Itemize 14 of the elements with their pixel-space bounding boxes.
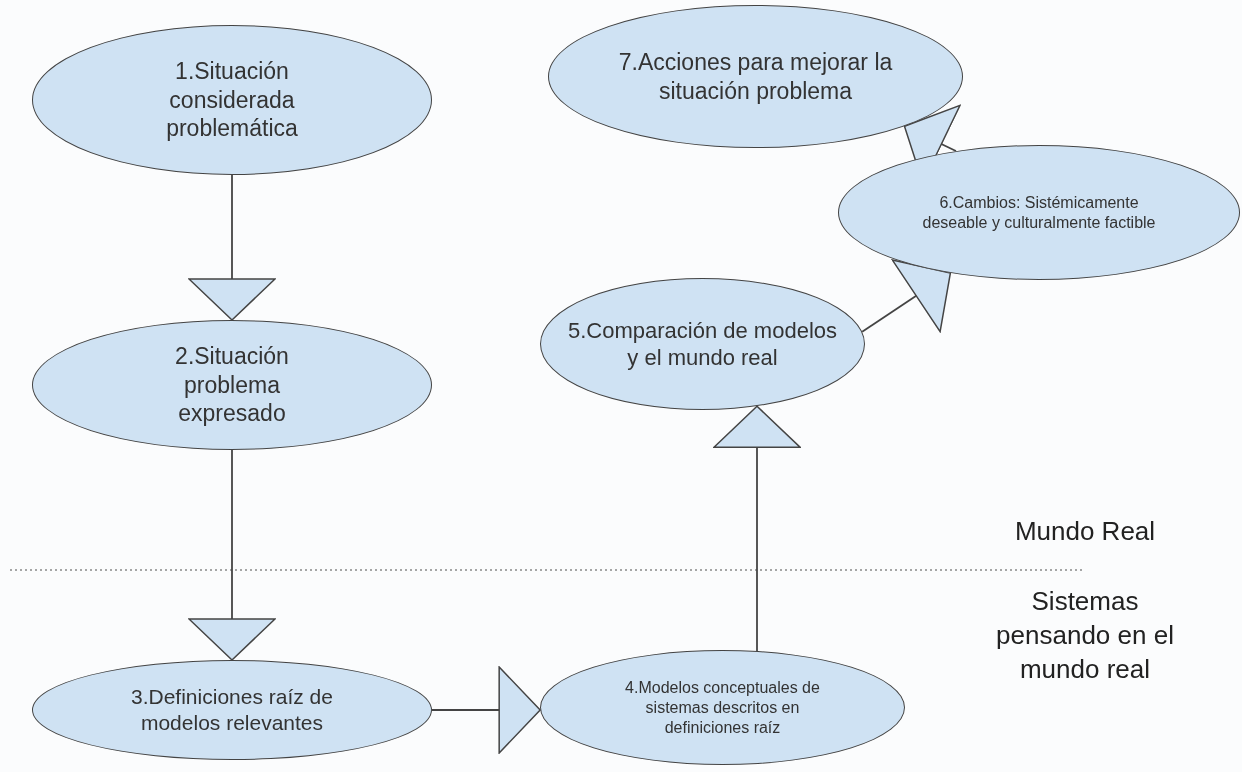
- node-label: 2.Situación problema expresado: [174, 341, 290, 429]
- arrow: [861, 259, 952, 333]
- arrow: [188, 174, 276, 321]
- node-label: 4.Modelos conceptuales de sistemas descritos en definiciones raíz: [624, 677, 821, 738]
- arrow: [713, 405, 801, 652]
- node-label: 7.Acciones para mejorar la situación problema: [617, 47, 894, 106]
- node-label: 6.Cambios: Sistémicamente deseable y culturalmente factible: [921, 192, 1157, 233]
- node-label: 3.Definiciones raíz de modelos relevantes: [130, 683, 334, 736]
- region-label: Sistemas pensando en el mundo real: [995, 585, 1175, 686]
- arrow: [431, 666, 542, 754]
- arrow: [188, 449, 276, 661]
- node-label: 5.Comparación de modelos y el mundo real: [567, 316, 838, 372]
- region-label: Mundo Real: [1013, 515, 1157, 548]
- node-label: 1.Situación considerada problemática: [165, 56, 299, 144]
